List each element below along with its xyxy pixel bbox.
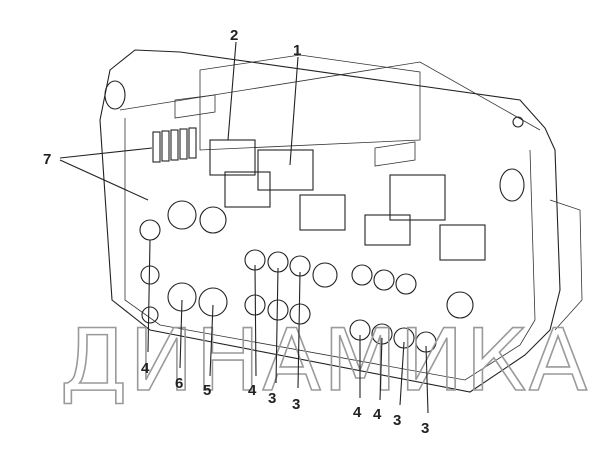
- callout-4: 4: [373, 406, 382, 423]
- callout-5: 5: [203, 382, 211, 399]
- callout-3: 3: [268, 390, 276, 407]
- fuse-strip: [152, 127, 197, 163]
- callout-4: 4: [141, 360, 150, 377]
- callout-6: 6: [175, 375, 183, 392]
- watermark-text: ДИНАМИКА 76: [60, 311, 615, 411]
- callout-4: 4: [353, 404, 362, 421]
- callout-7: 7: [43, 151, 51, 168]
- leader-lines: [59, 41, 429, 414]
- callout-3: 3: [292, 396, 300, 413]
- housing: [99, 49, 583, 393]
- callout-3: 3: [393, 412, 401, 429]
- callout-1: 1: [293, 42, 301, 59]
- callouts: 2 1 7 4 6 5 4 3 3 4 4 3 3: [43, 27, 429, 437]
- callout-2: 2: [230, 27, 238, 44]
- callout-3: 3: [421, 420, 429, 437]
- relays: [209, 139, 486, 261]
- callout-4: 4: [248, 382, 257, 399]
